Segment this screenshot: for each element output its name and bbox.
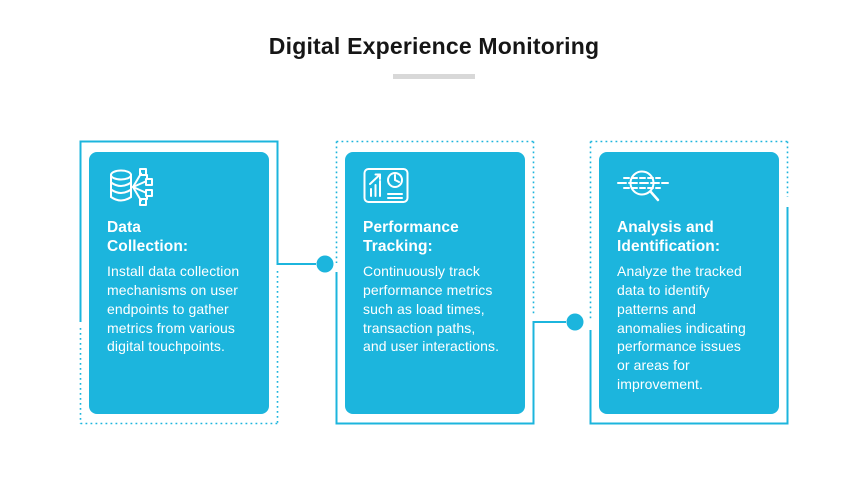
title-underline [393, 74, 475, 79]
connector-dot [316, 255, 334, 273]
database-network-icon [107, 167, 259, 213]
performance-dashboard-icon [363, 167, 515, 213]
connector-dot [566, 313, 584, 331]
page-title: Digital Experience Monitoring [268, 33, 600, 59]
search-analysis-icon [617, 167, 769, 213]
card-data-collection: Data Collection: Install data collection… [89, 152, 269, 414]
card-analysis-identification: Analysis and Identification: Analyze the… [599, 152, 779, 414]
card-heading: Analysis and Identification: [617, 219, 721, 256]
card-performance-tracking: Performance Tracking: Continuously track… [345, 152, 525, 414]
card-body: Install data collection mechanisms on us… [107, 263, 240, 355]
card-body: Analyze the tracked data to identify pat… [617, 263, 746, 392]
card-heading: Performance Tracking: [363, 219, 459, 256]
card-body: Continuously track performance metrics s… [363, 263, 500, 355]
card-heading: Data Collection: [107, 219, 189, 256]
